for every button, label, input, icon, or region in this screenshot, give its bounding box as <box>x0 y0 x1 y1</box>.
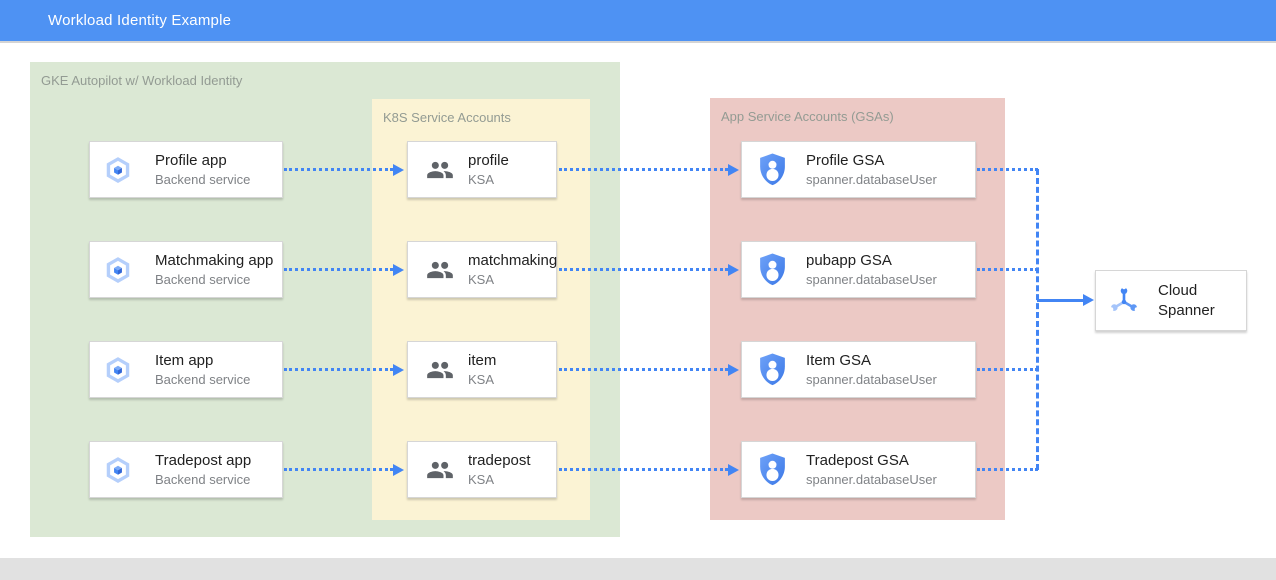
node-title: Cloud Spanner <box>1158 281 1215 319</box>
zone-gke-label: GKE Autopilot w/ Workload Identity <box>41 73 243 88</box>
node-subtitle: Backend service <box>155 372 251 387</box>
node-subtitle: KSA <box>468 272 495 287</box>
gke-hexagon-icon <box>103 355 133 385</box>
title-bar: Workload Identity Example <box>0 0 1276 41</box>
shield-person-icon <box>756 251 789 289</box>
connector-app-ksa-3 <box>284 368 393 371</box>
node-title: tradepost <box>468 452 531 469</box>
node-subtitle: KSA <box>468 472 495 487</box>
node-cloud-spanner[interactable]: Cloud Spanner <box>1095 270 1247 331</box>
node-profile-gsa[interactable]: Profile GSA spanner.databaseUser <box>741 141 976 198</box>
people-group-icon <box>423 356 457 384</box>
connector-gsa-junction-3 <box>977 368 1038 371</box>
node-item-gsa[interactable]: Item GSA spanner.databaseUser <box>741 341 976 398</box>
node-subtitle: Backend service <box>155 172 251 187</box>
node-title: Profile app <box>155 152 227 169</box>
gke-hexagon-icon <box>103 455 133 485</box>
connector-ksa-gsa-4 <box>559 468 728 471</box>
node-title: Profile GSA <box>806 152 885 169</box>
node-title: matchmaking <box>468 252 558 269</box>
arrowhead-icon <box>728 264 739 276</box>
gke-hexagon-icon <box>103 155 133 185</box>
node-subtitle: spanner.databaseUser <box>806 472 937 487</box>
arrowhead-icon <box>728 464 739 476</box>
shield-person-icon <box>756 151 789 189</box>
connector-ksa-gsa-3 <box>559 368 728 371</box>
arrowhead-icon <box>393 164 404 176</box>
node-subtitle: spanner.databaseUser <box>806 172 937 187</box>
node-title: Matchmaking app <box>155 252 274 269</box>
node-pubapp-gsa[interactable]: pubapp GSA spanner.databaseUser <box>741 241 976 298</box>
node-subtitle: spanner.databaseUser <box>806 372 937 387</box>
connector-junction-spanner <box>1037 299 1083 302</box>
shield-person-icon <box>756 451 789 489</box>
arrowhead-icon <box>393 364 404 376</box>
arrowhead-icon <box>728 364 739 376</box>
connector-gsa-junction-4 <box>977 468 1038 471</box>
node-title: profile <box>468 152 509 169</box>
zone-ksa-label: K8S Service Accounts <box>383 110 511 125</box>
connector-app-ksa-1 <box>284 168 393 171</box>
node-title: Item app <box>155 352 214 369</box>
connector-junction-vertical <box>1036 169 1039 470</box>
node-subtitle: Backend service <box>155 472 251 487</box>
node-subtitle: Backend service <box>155 272 251 287</box>
gke-hexagon-icon <box>103 255 133 285</box>
connector-ksa-gsa-1 <box>559 168 728 171</box>
arrowhead-icon <box>393 264 404 276</box>
connector-ksa-gsa-2 <box>559 268 728 271</box>
people-group-icon <box>423 256 457 284</box>
node-title: Tradepost GSA <box>806 452 909 469</box>
shield-person-icon <box>756 351 789 389</box>
document-title: Workload Identity Example <box>48 12 232 29</box>
zone-gsa-label: App Service Accounts (GSAs) <box>721 109 894 124</box>
node-tradepost-gsa[interactable]: Tradepost GSA spanner.databaseUser <box>741 441 976 498</box>
title-bar-shadow <box>0 41 1276 43</box>
people-group-icon <box>423 456 457 484</box>
people-group-icon <box>423 156 457 184</box>
connector-gsa-junction-1 <box>977 168 1038 171</box>
node-subtitle: KSA <box>468 172 495 187</box>
node-title: Tradepost app <box>155 452 252 469</box>
footer-strip <box>0 558 1276 580</box>
node-title: item <box>468 352 497 369</box>
connector-app-ksa-2 <box>284 268 393 271</box>
node-subtitle: spanner.databaseUser <box>806 272 937 287</box>
arrowhead-icon <box>393 464 404 476</box>
node-title: Item GSA <box>806 352 872 369</box>
node-title: pubapp GSA <box>806 252 892 269</box>
spanner-wrench-icon <box>1107 284 1141 318</box>
connector-gsa-junction-2 <box>977 268 1038 271</box>
connector-app-ksa-4 <box>284 468 393 471</box>
arrowhead-icon <box>728 164 739 176</box>
node-subtitle: KSA <box>468 372 495 387</box>
arrowhead-icon <box>1083 294 1094 306</box>
